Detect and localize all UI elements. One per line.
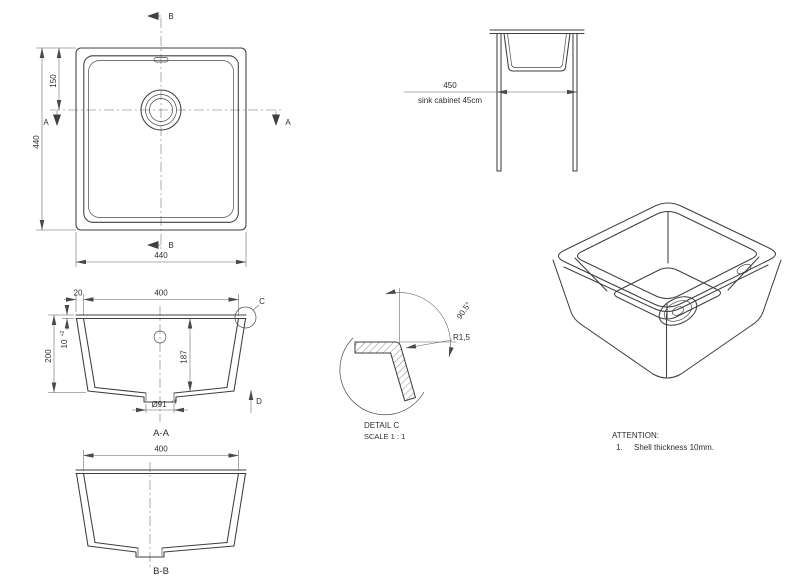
dim-label-shell: 10	[60, 339, 69, 348]
attention-title: ATTENTION:	[612, 431, 659, 440]
dim-450: 450 sink cabinet 45cm	[404, 81, 578, 105]
dim-label-width: 440	[154, 251, 168, 260]
dim-label-depth: 200	[44, 349, 53, 363]
overflow-hole-isometric	[736, 263, 752, 275]
detail-c-circle	[234, 306, 257, 329]
radius-label: R1,5	[453, 333, 470, 342]
dim-label-cabinet-width: 450	[443, 81, 457, 90]
overflow-hole-section	[153, 330, 167, 344]
overflow-slot	[153, 57, 169, 63]
dim-label-drain: Ø91	[151, 400, 167, 409]
dim-150: 150	[49, 47, 62, 111]
dim-187: 187	[180, 318, 193, 392]
section-label-b-bottom: B	[168, 241, 173, 250]
dim-drain-91: Ø91 +1	[132, 400, 188, 413]
bowl-bottom-isometric	[613, 267, 722, 320]
dim-440-left: 440	[32, 47, 76, 231]
section-view-bb: 400 B-B	[75, 445, 247, 577]
bowl-bottom-bb	[87, 545, 235, 558]
detail-view-c: 90.5° R1,5 DETAIL C SCALE 1 : 1	[339, 288, 473, 441]
rim-thickness-edge	[563, 264, 769, 313]
attention-item-text: Shell thickness 10mm.	[634, 443, 714, 452]
drain-plan	[140, 89, 182, 131]
bowl-radius-edge	[88, 60, 234, 218]
angle-arc	[385, 289, 454, 358]
cabinet-caption: sink cabinet 45cm	[418, 96, 482, 105]
detail-c-marker: C	[259, 297, 265, 306]
plan-view: A A B B 440 150 440	[32, 12, 291, 267]
angle-label: 90.5°	[455, 300, 473, 321]
dim-label-flange: 20	[74, 289, 83, 298]
section-arrows-a: A A	[43, 111, 291, 127]
dim-chain-top-aa: 20 400	[64, 289, 239, 316]
section-aa-title: A-A	[153, 428, 170, 439]
dim-label-inner-width: 400	[154, 289, 168, 298]
cabinet-side-view: 450 sink cabinet 45cm	[404, 29, 585, 172]
dim-200: 200	[44, 314, 86, 393]
bowl-top-edge	[83, 55, 239, 223]
sink-bowl-profile-inner	[507, 33, 567, 68]
shell-cross-section	[354, 341, 417, 402]
rim-inner	[576, 210, 758, 300]
attention-item-number: 1.	[616, 443, 623, 452]
view-marker-d: D	[256, 397, 262, 406]
sink-bowl-profile	[503, 32, 571, 72]
dim-label-drain-tol: +1	[171, 400, 177, 406]
detail-c-title: DETAIL C	[364, 421, 399, 430]
section-view-aa: 20 400 200 10 +2 187 Ø91 +1	[44, 289, 265, 440]
dim-label-drain-offset: 150	[49, 74, 58, 88]
bowl-bottom-aa	[87, 390, 235, 403]
sink-outer-edge	[75, 47, 247, 231]
dim-label-inner-width-bb: 400	[154, 445, 168, 454]
body-outline	[552, 259, 782, 379]
isometric-view	[552, 202, 782, 379]
section-label-b-top: B	[168, 12, 173, 21]
rim-outer	[557, 202, 777, 308]
drain-isometric	[658, 296, 698, 326]
dim-label-shell-tol: +2	[60, 330, 66, 336]
detail-c-scale: SCALE 1 : 1	[364, 432, 405, 441]
section-label-a-left: A	[43, 118, 49, 127]
dim-10: 10 +2	[60, 305, 74, 348]
section-arrows-b: B B	[147, 12, 174, 250]
dim-label-height: 440	[32, 135, 41, 149]
attention-note: ATTENTION: 1. Shell thickness 10mm.	[612, 431, 714, 452]
radius-callout: R1,5	[405, 333, 470, 349]
section-bb-title: B-B	[153, 566, 169, 577]
dim-label-inner-depth: 187	[180, 350, 189, 364]
dim-400-bb: 400	[83, 445, 239, 471]
cabinet-sides	[496, 32, 578, 172]
detail-boundary	[339, 337, 425, 416]
section-label-a-right: A	[285, 118, 291, 127]
dim-440-bottom: 440	[75, 232, 247, 267]
